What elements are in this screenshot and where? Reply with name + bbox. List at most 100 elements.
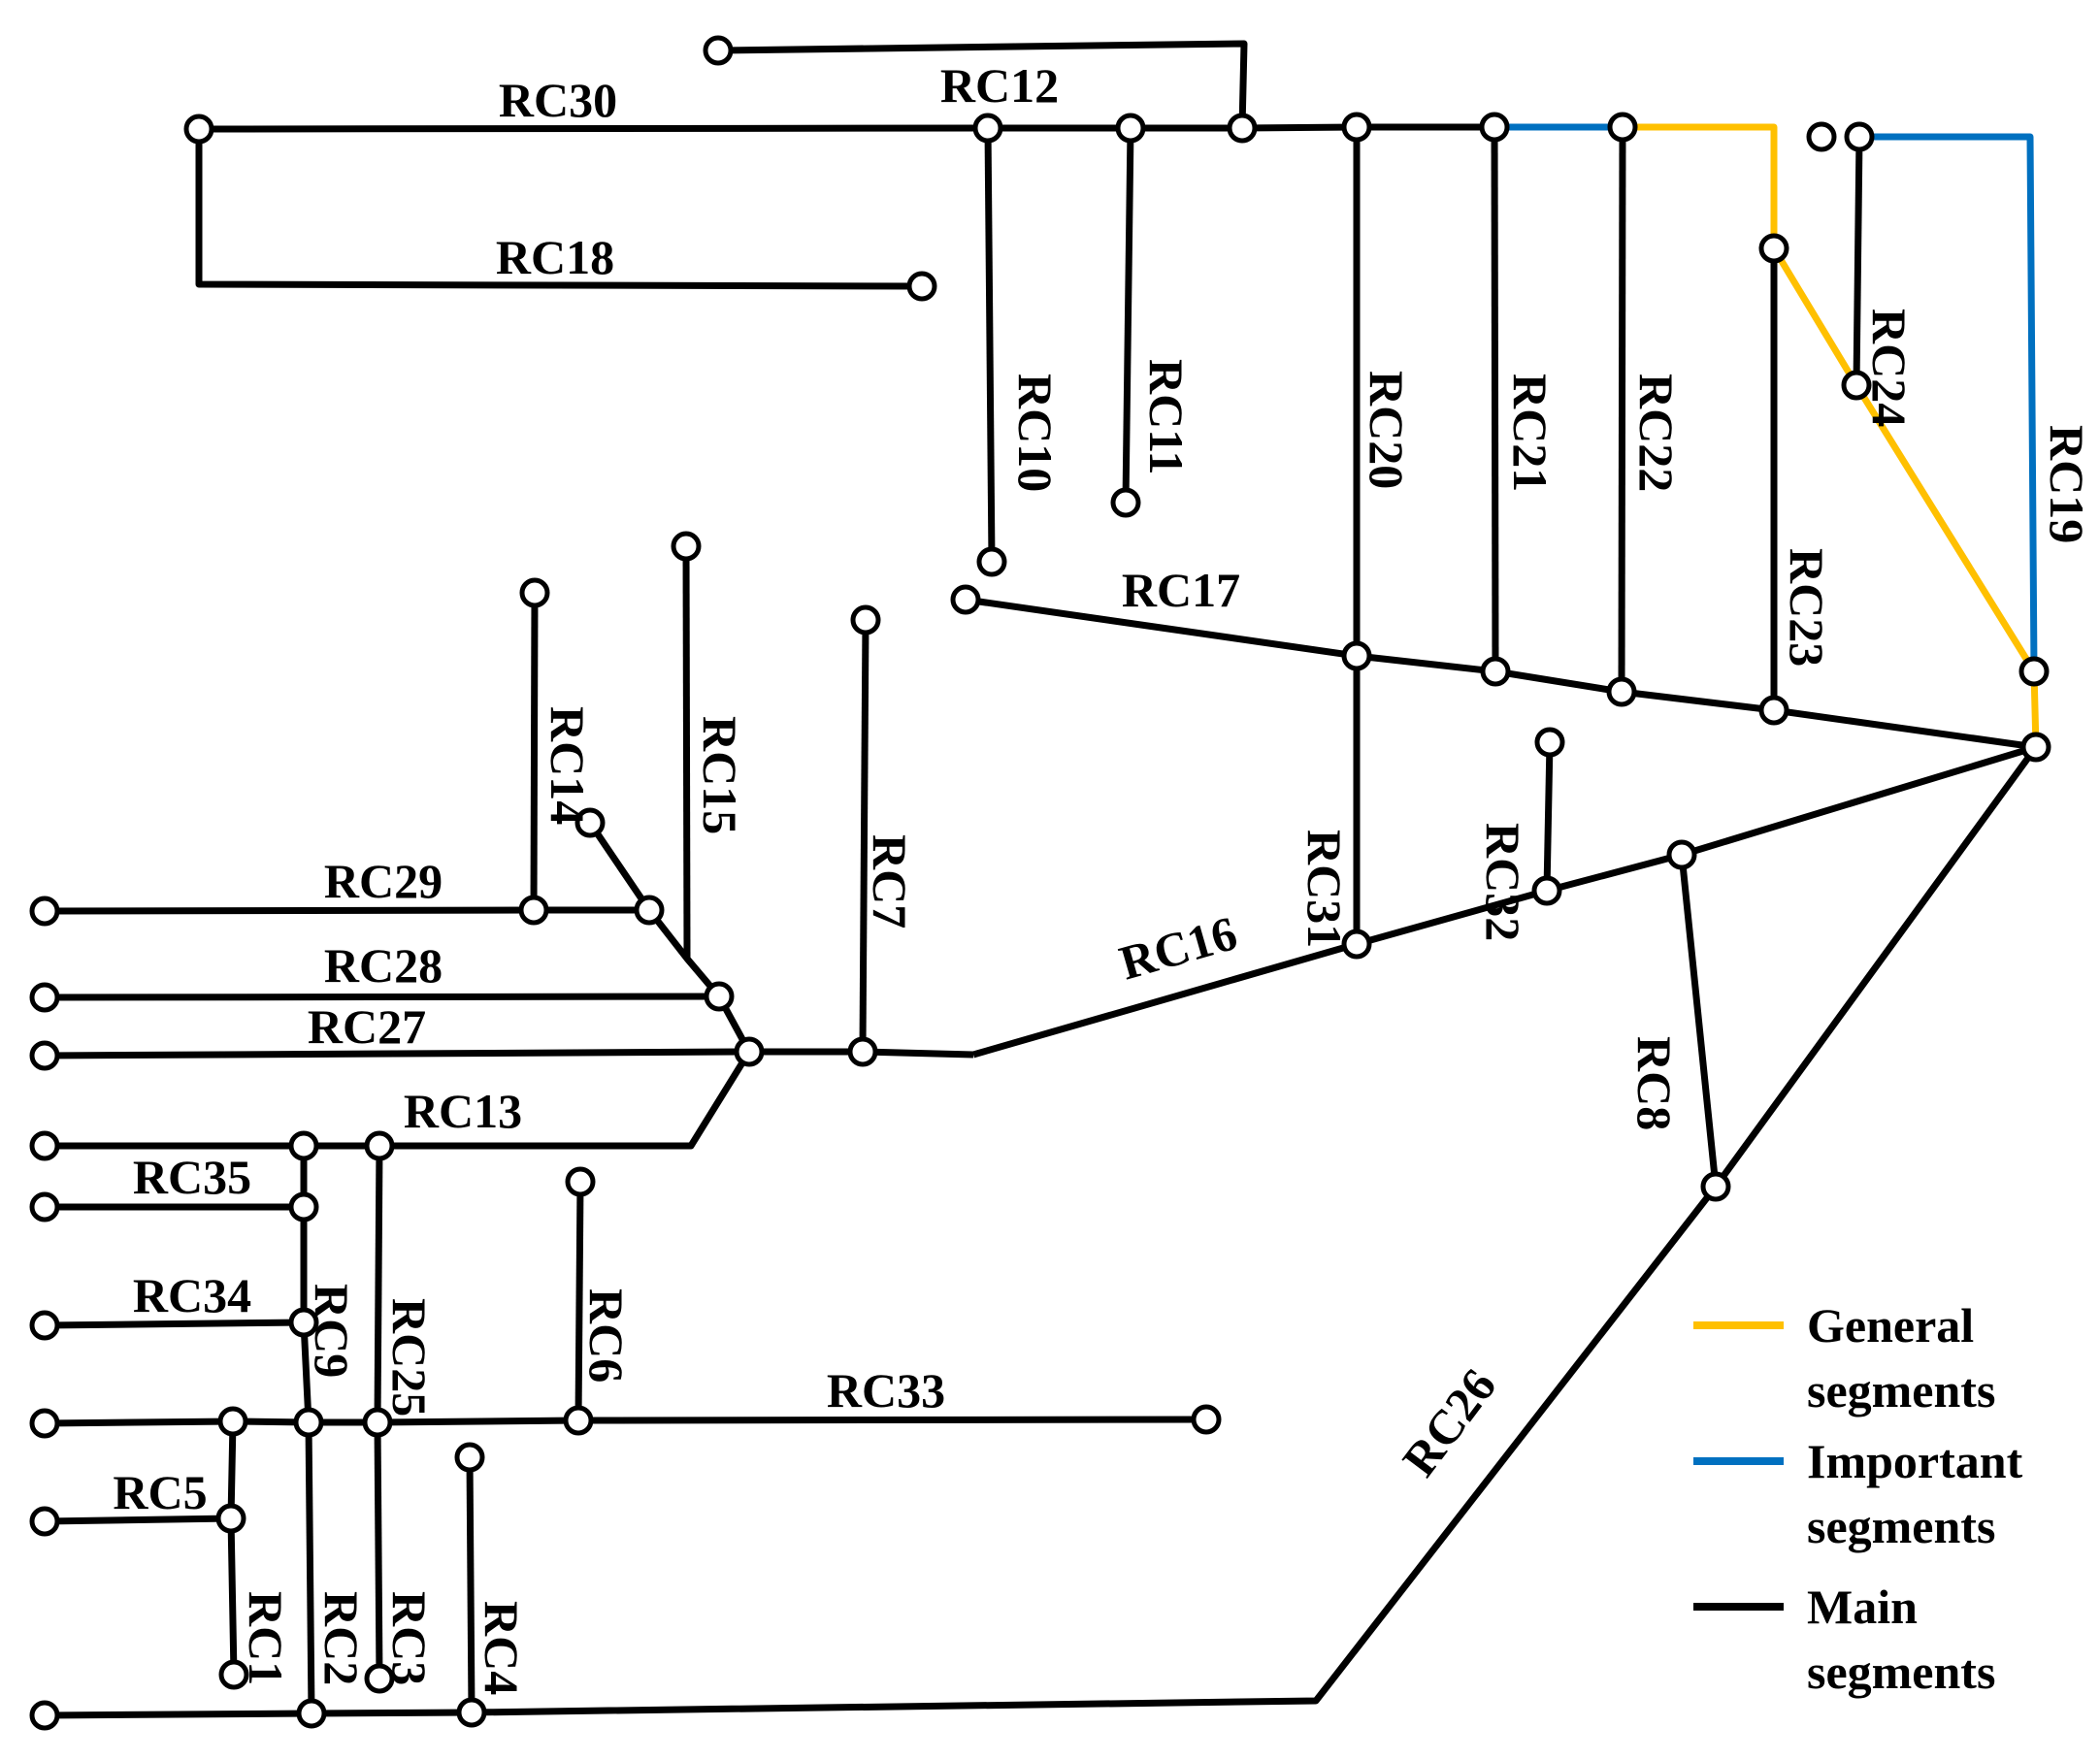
junction-node [1758,233,1789,264]
segment-rc30 [198,123,1494,133]
segment-label-rc6: RC6 [579,1288,634,1383]
junction-node [1534,727,1565,758]
segment-label-rc1: RC1 [239,1591,293,1685]
junction-node [29,1310,60,1341]
junction-node [1606,676,1637,707]
segment-label-rc13: RC13 [404,1084,522,1138]
legend: General segments Important segments Main… [1693,1298,2023,1699]
segment-rc28 [44,993,720,1001]
segment-rc27 [44,1048,974,1059]
junction-node [2018,656,2050,687]
junction-node [972,113,1003,144]
junction-node [29,896,60,927]
segment-label-rc8: RC8 [1627,1036,1682,1130]
legend-label-general-1: General [1807,1298,1974,1353]
junction-node [847,1036,878,1067]
segment-rc34 [44,1319,305,1329]
legend-label-important-2: segments [1807,1499,1995,1553]
segment-label-rc32: RC32 [1476,823,1530,941]
junction-node [1341,112,1372,143]
junction-node [218,1659,249,1690]
segment-rc2 [305,1421,315,1714]
segment-label-rc28: RC28 [324,938,443,993]
junction-node [217,1406,248,1437]
junction-node [288,1130,319,1161]
junction-node [1700,1171,1731,1202]
segment-label-rc31: RC31 [1297,830,1352,948]
junction-node [704,981,735,1012]
segment-rc10 [984,127,996,563]
junction-node [364,1130,395,1161]
segment-rc17 [965,596,2037,751]
junction-node [1806,121,1837,152]
segment-label-rc21: RC21 [1503,374,1558,492]
segment-rc18 [195,129,923,290]
junction-node [518,895,549,926]
segment-label-rc17: RC17 [1122,563,1240,617]
segment-rc24 [1853,136,1863,386]
junction-node [1191,1404,1222,1435]
junction-node [634,895,665,926]
segment-rc26 [44,744,2039,1719]
segment-rc15 [682,545,691,960]
junction-node [1531,875,1562,906]
junction-node [565,1166,596,1197]
junction-node [1341,929,1372,960]
segment-rc19 [1859,133,2038,672]
junction-node [454,1442,485,1473]
junction-node [734,1036,765,1067]
segment-rc6 [574,1181,584,1421]
segment-rc14 [530,592,539,911]
segment-label-rc5: RC5 [113,1465,207,1519]
segment-label-rc20: RC20 [1360,371,1414,489]
segment-label-rc23: RC23 [1780,548,1834,667]
junction-node [293,1407,324,1438]
junction-node [29,1408,60,1439]
junction-node [1110,487,1141,518]
segment-label-rc14: RC14 [541,706,595,825]
segment-rc7 [859,619,870,1049]
segment-rc1 [227,1420,238,1676]
junction-node [215,1503,246,1534]
junction-node [1115,113,1146,144]
segment-label-rc11: RC11 [1139,359,1194,474]
junction-node [29,982,60,1013]
nodes-layer [29,35,2051,1731]
segment-label-rc25: RC25 [382,1298,437,1417]
legend-label-important-1: Important [1807,1434,2023,1488]
segment-label-rc35: RC35 [133,1150,251,1204]
legend-label-main-2: segments [1807,1645,1995,1699]
junction-node [362,1407,393,1438]
junction-node [2020,732,2051,763]
segment-label-rc4: RC4 [475,1601,529,1695]
segment-label-rc33: RC33 [827,1363,945,1418]
segment-rc29 [44,906,649,915]
segment-rc33 [44,1416,1207,1427]
segment-rc8 [1678,854,1720,1188]
junction-node [563,1405,594,1436]
segment-label-rc30: RC30 [499,73,617,127]
junction-node [850,604,881,636]
junction-node [29,1191,60,1222]
junction-node [29,1506,60,1537]
junction-node [950,584,981,615]
segment-label-rc9: RC9 [305,1284,359,1378]
segment-rc25 [374,1145,383,1423]
segment-label-rc18: RC18 [496,230,614,284]
legend-label-main-1: Main [1807,1580,1918,1634]
junction-node [574,807,606,838]
segment-rc5 [44,1515,232,1525]
junction-node [1480,656,1511,687]
junction-node [906,271,937,302]
segment-label-rc12: RC12 [940,58,1059,113]
segment-label-rc26: RC26 [1392,1358,1506,1485]
legend-label-general-2: segments [1807,1363,1995,1418]
segment-rc22 [1618,126,1626,693]
junction-node [29,1700,60,1731]
junction-node [1758,695,1789,726]
segment-label-rc19: RC19 [2040,425,2094,543]
junction-node [703,35,734,66]
segment-label-rc34: RC34 [133,1268,251,1322]
